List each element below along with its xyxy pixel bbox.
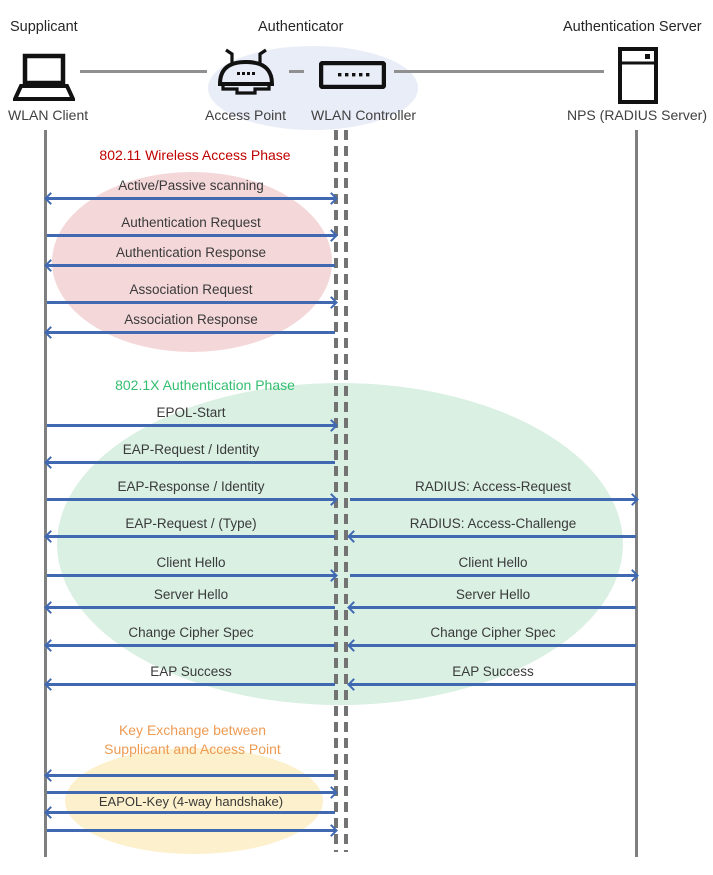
- link-controller-server: [394, 70, 604, 73]
- message-label: Active/Passive scanning: [118, 178, 264, 193]
- phase1-ellipse: [52, 172, 332, 352]
- label-access-point: Access Point: [205, 107, 286, 123]
- phase3-label-line2: Supplicant and Access Point: [104, 741, 281, 757]
- msg-client-hello-right: Client Hello: [350, 553, 639, 582]
- msg-association-response: Association Response: [44, 310, 335, 339]
- phase2-ellipse: [57, 383, 623, 705]
- msg-radius-access-challenge: RADIUS: Access-Challenge: [347, 514, 636, 543]
- phase3-label: Key Exchange between Supplicant and Acce…: [75, 721, 310, 759]
- msg-eap-success-right: EAP Success: [347, 662, 636, 691]
- msg-eap-request-identity: EAP-Request / Identity: [44, 440, 335, 469]
- arrow-line: [44, 530, 335, 543]
- message-label: Server Hello: [153, 587, 229, 602]
- message-label: RADIUS: Access-Challenge: [409, 516, 577, 531]
- msg-eap-success-left: EAP Success: [44, 662, 335, 691]
- arrow-line: [347, 678, 636, 691]
- label-wlan-client: WLAN Client: [8, 107, 89, 123]
- role-supplicant: Supplicant: [10, 19, 78, 35]
- arrow-line: [47, 569, 338, 582]
- arrow-line: [47, 824, 338, 837]
- msg-association-request: Association Request: [47, 280, 338, 309]
- phase3-label-line1: Key Exchange between: [118, 722, 267, 738]
- message-label: RADIUS: Access-Request: [414, 479, 572, 494]
- message-label: Change Cipher Spec: [128, 625, 254, 640]
- lifeline-controller-dash-2: [344, 130, 348, 852]
- label-nps-radius-server: NPS (RADIUS Server): [566, 107, 708, 123]
- arrow-line: [350, 493, 639, 506]
- link-client-ap: [80, 70, 207, 73]
- arrow-line: [44, 678, 335, 691]
- message-label: EAP Success: [150, 664, 232, 679]
- msg-server-hello-right: Server Hello: [347, 585, 636, 614]
- message-label: Change Cipher Spec: [430, 625, 556, 640]
- role-authentication-server: Authentication Server: [563, 19, 702, 35]
- arrow-line: [347, 639, 636, 652]
- wlan-controller-icon: [318, 60, 387, 90]
- lifeline-controller-dash-1: [334, 130, 338, 852]
- server-icon: [618, 47, 658, 104]
- phase1-label: 802.11 Wireless Access Phase: [99, 147, 291, 163]
- label-wlan-controller: WLAN Controller: [310, 107, 417, 123]
- message-label: Authentication Request: [121, 215, 261, 230]
- msg-4way-handshake-2: [47, 786, 338, 799]
- arrow-line: [44, 456, 335, 469]
- arrow-line: [44, 326, 335, 339]
- message-label: Server Hello: [455, 587, 531, 602]
- arrow-line: [44, 639, 335, 652]
- arrow-line: [44, 192, 338, 205]
- msg-change-cipher-spec-left: Change Cipher Spec: [44, 623, 335, 652]
- arrow-line: [47, 493, 338, 506]
- link-ap-controller: [289, 70, 304, 73]
- phase2-label: 802.1X Authentication Phase: [115, 377, 295, 393]
- message-label: EPOL-Start: [156, 405, 226, 420]
- arrow-line: [44, 806, 335, 819]
- lifeline-wlan-client: [44, 130, 47, 857]
- lifeline-radius-server: [635, 130, 638, 857]
- msg-4way-handshake-4: [47, 824, 338, 837]
- arrow-line: [47, 296, 338, 309]
- arrow-line: [44, 769, 335, 782]
- phase3-ellipse: [65, 748, 323, 854]
- message-label: EAP-Request / Identity: [122, 442, 260, 457]
- message-label: EAP-Response / Identity: [117, 479, 265, 494]
- msg-epol-start: EPOL-Start: [47, 403, 338, 432]
- arrow-line: [44, 259, 335, 272]
- msg-client-hello-left: Client Hello: [47, 553, 338, 582]
- msg-authentication-request: Authentication Request: [47, 213, 338, 242]
- arrow-line: [347, 601, 636, 614]
- arrow-line: [350, 569, 639, 582]
- message-label: Client Hello: [156, 555, 226, 570]
- arrow-line: [347, 530, 636, 543]
- access-point-icon: [214, 48, 278, 100]
- msg-4way-handshake-1: [44, 769, 335, 782]
- message-label: EAPOL-Key (4-way handshake): [98, 794, 284, 809]
- message-label: Client Hello: [458, 555, 528, 570]
- message-label: Association Response: [124, 312, 258, 327]
- msg-change-cipher-spec-right: Change Cipher Spec: [347, 623, 636, 652]
- message-label: EAP-Request / (Type): [125, 516, 257, 531]
- msg-server-hello-left: Server Hello: [44, 585, 335, 614]
- arrow-line: [44, 601, 335, 614]
- msg-eap-response-identity: EAP-Response / Identity: [47, 477, 338, 506]
- message-label: EAP Success: [452, 664, 534, 679]
- msg-eapol-key-4way-handshake: EAPOL-Key (4-way handshake): [44, 794, 335, 819]
- msg-eap-request-type: EAP-Request / (Type): [44, 514, 335, 543]
- msg-active-passive-scanning: Active/Passive scanning: [44, 176, 338, 205]
- arrow-line: [47, 786, 338, 799]
- message-label: Association Request: [129, 282, 253, 297]
- msg-radius-access-request: RADIUS: Access-Request: [350, 477, 639, 506]
- message-label: Authentication Response: [115, 245, 267, 260]
- arrow-line: [47, 419, 338, 432]
- laptop-icon: [11, 53, 77, 103]
- arrow-line: [47, 229, 338, 242]
- msg-authentication-response: Authentication Response: [44, 243, 335, 272]
- role-authenticator: Authenticator: [258, 19, 344, 35]
